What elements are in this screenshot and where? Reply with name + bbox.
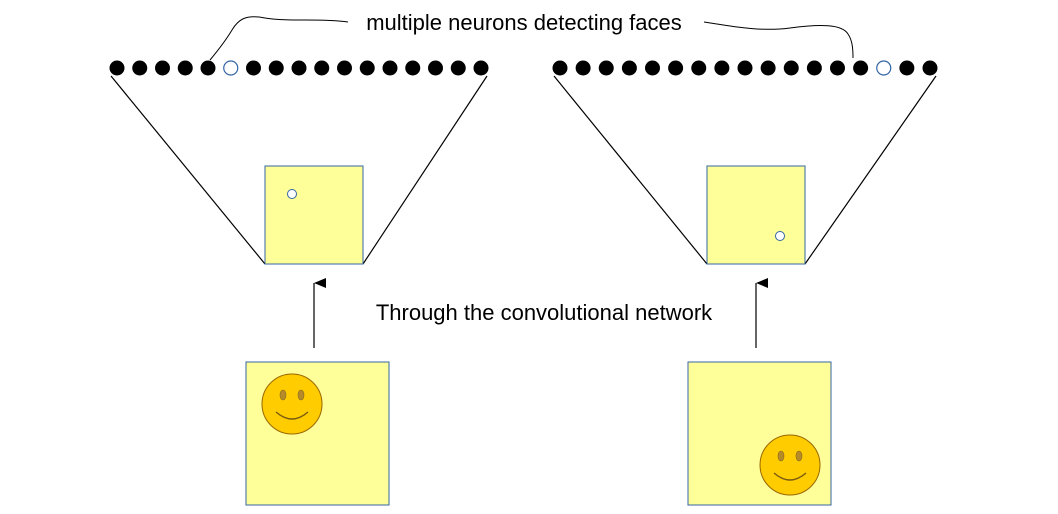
neuron-dot xyxy=(668,60,684,76)
neuron-dot xyxy=(714,60,730,76)
smiley-right-eye xyxy=(795,450,803,462)
neuron-dot xyxy=(473,60,489,76)
neuron-dot xyxy=(359,60,375,76)
smiley-face-circle xyxy=(261,373,323,435)
neuron-dot xyxy=(450,60,466,76)
feature-map-box xyxy=(706,165,806,265)
neuron-dot xyxy=(783,60,799,76)
neuron-dot xyxy=(177,60,193,76)
activation-marker-circle xyxy=(775,231,785,241)
funnel-line-left xyxy=(110,75,266,265)
smiley-right-eye xyxy=(297,389,305,401)
panel-left xyxy=(109,60,489,506)
neuron-dot xyxy=(691,60,707,76)
smiley-face-circle xyxy=(759,434,821,496)
neuron-dot xyxy=(314,60,330,76)
neuron-dot xyxy=(760,60,776,76)
smiley-mouth xyxy=(275,411,309,420)
funnel-line-left xyxy=(553,75,708,265)
neuron-dot xyxy=(575,60,591,76)
callout-right xyxy=(703,21,854,59)
neuron-dot xyxy=(830,60,845,76)
smiley-face-icon xyxy=(759,434,821,496)
neuron-dot xyxy=(246,60,261,76)
smiley-mouth xyxy=(773,472,807,481)
neuron-dot xyxy=(645,60,660,76)
smiley-left-eye xyxy=(279,389,287,401)
neuron-dot xyxy=(552,60,568,76)
activation-marker-circle xyxy=(287,189,297,199)
smiley-left-eye xyxy=(777,450,785,462)
neuron-dot xyxy=(737,60,753,76)
callout-left xyxy=(209,16,349,61)
neuron-dot xyxy=(200,60,216,76)
top-label: multiple neurons detecting faces xyxy=(366,10,682,35)
neuron-dot xyxy=(132,60,148,76)
neuron-dot xyxy=(853,60,869,76)
neuron-dot xyxy=(806,60,822,76)
active-neuron-circle xyxy=(876,60,892,76)
neuron-dot xyxy=(155,60,170,76)
neuron-dot xyxy=(598,60,614,76)
neuron-dot xyxy=(621,60,637,76)
neuron-dot xyxy=(922,60,938,76)
neuron-dot xyxy=(268,60,284,76)
neuron-dot xyxy=(428,60,443,76)
funnel-line-right xyxy=(362,75,488,265)
funnel-line-right xyxy=(804,75,937,265)
neuron-dot xyxy=(337,60,352,76)
neuron-dot xyxy=(899,60,915,76)
panel-right xyxy=(552,60,938,506)
neuron-dot xyxy=(109,60,125,76)
neuron-dot xyxy=(291,60,307,76)
smiley-face-icon xyxy=(261,373,323,435)
neuron-dot xyxy=(405,60,421,76)
active-neuron-circle xyxy=(223,60,239,76)
feature-map-box xyxy=(264,165,364,265)
neuron-dot xyxy=(382,60,398,76)
middle-label: Through the convolutional network xyxy=(376,300,713,325)
input-image-box xyxy=(245,361,390,506)
